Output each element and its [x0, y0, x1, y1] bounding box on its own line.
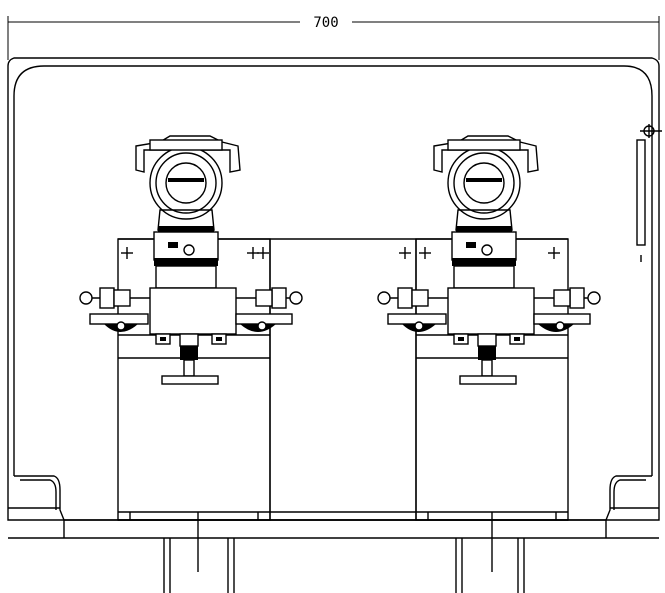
manifold-block	[447, 287, 535, 345]
width-dimension-label: 700	[313, 15, 338, 31]
equalizing-valve-icon	[161, 333, 219, 385]
transmitter-right	[377, 135, 601, 593]
overall-width-dimension: 700	[7, 15, 660, 60]
valve-handle-right-icon	[235, 287, 303, 332]
valve-handle-left-icon	[79, 287, 150, 332]
door-latch	[636, 124, 662, 262]
mount-point-icon	[121, 247, 269, 259]
transmitter-head	[135, 135, 241, 289]
impulse-tubes	[427, 512, 557, 593]
impulse-tubes	[129, 512, 259, 593]
manifold-block	[149, 287, 237, 345]
equalizing-valve-icon	[459, 333, 517, 385]
transmitter-head	[433, 135, 539, 289]
valve-handle-right-icon	[533, 287, 601, 332]
valve-handle-left-icon	[377, 287, 448, 332]
transmitter-left	[79, 135, 303, 593]
mount-point-icon	[399, 247, 560, 259]
